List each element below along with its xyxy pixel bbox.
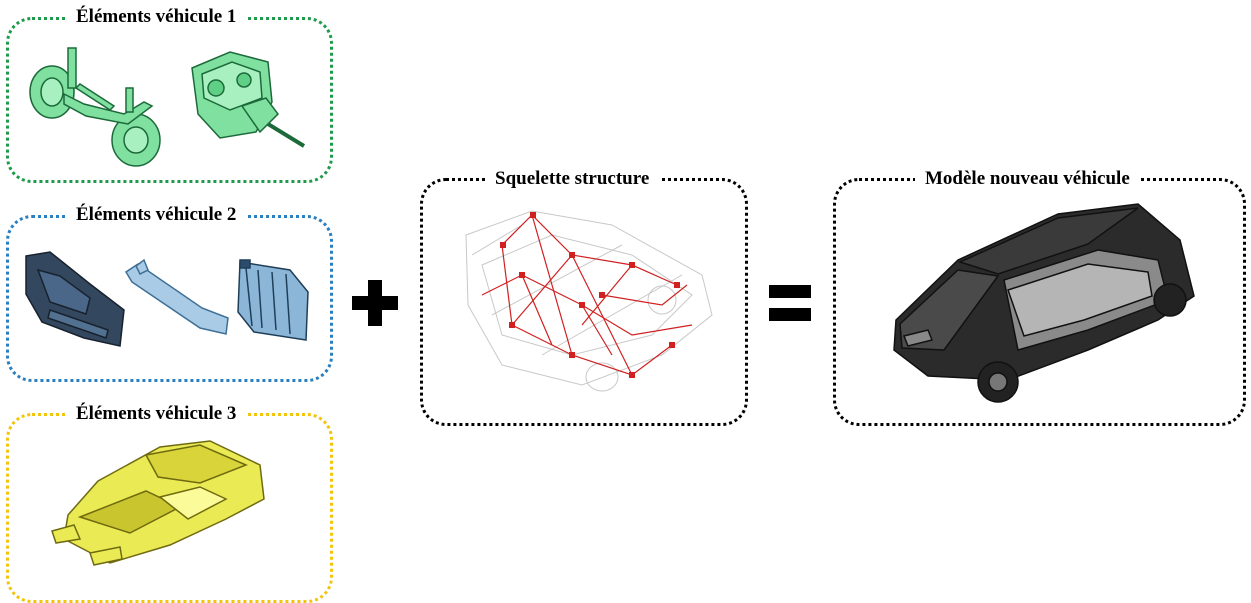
- panel-title-new-vehicle-model: Modèle nouveau véhicule: [915, 168, 1140, 190]
- body-in-white-image: [51, 440, 265, 566]
- suspension-wheels-image: [29, 47, 161, 167]
- panel-title-vehicle-1: Éléments véhicule 1: [66, 6, 247, 28]
- crash-beam-image: [124, 258, 229, 335]
- panel-title-skeleton: Squelette structure: [485, 168, 660, 190]
- panel-title-vehicle-2: Éléments véhicule 2: [66, 204, 247, 226]
- radiator-image: [237, 259, 309, 341]
- skeleton-structure-image: [465, 210, 713, 392]
- front-bumper-image: [25, 251, 125, 347]
- new-vehicle-model-image: [893, 203, 1195, 403]
- plus-icon: [352, 280, 398, 326]
- engine-gearbox-image: [191, 51, 306, 148]
- equals-icon: [769, 285, 811, 321]
- panel-title-vehicle-3: Éléments véhicule 3: [66, 403, 247, 425]
